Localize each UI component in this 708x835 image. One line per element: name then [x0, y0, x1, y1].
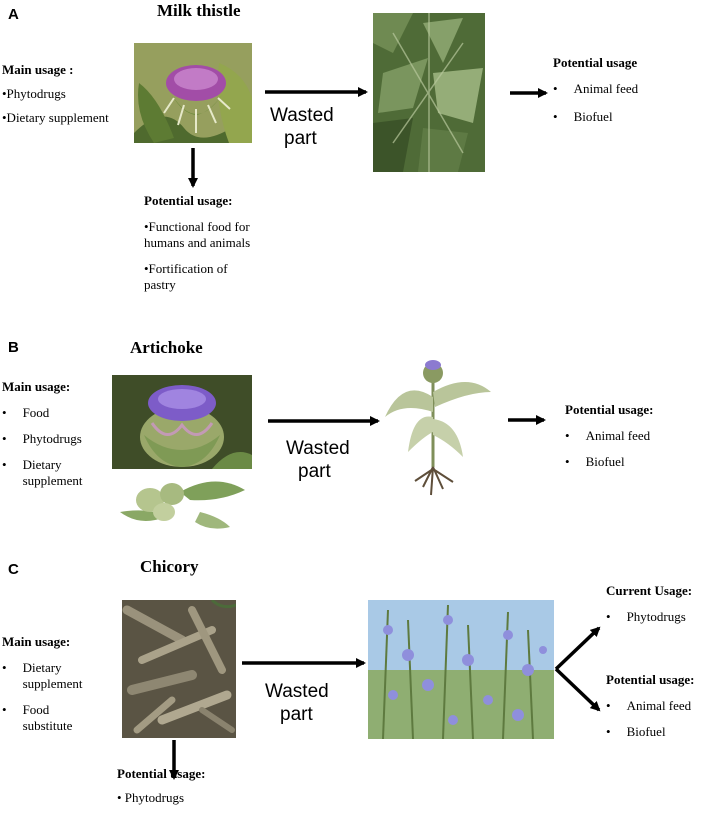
wasted-part-label-b: Wasted part [286, 437, 350, 483]
current-usage-heading: Current Usage: [606, 583, 693, 598]
main-usage-item: Dietary supplement [2, 660, 120, 692]
potential-usage-heading: Potential usage: [144, 193, 233, 208]
milk-thistle-leaves-image [373, 13, 485, 172]
panel-letter-a: A [8, 6, 19, 23]
potential-usage-item: Biofuel [565, 454, 705, 470]
arrow-c-potential [554, 667, 601, 712]
potential-usage-item: Animal feed [553, 81, 703, 97]
milk-thistle-flower-image [134, 43, 252, 143]
potential-usage-item: Animal feed [565, 428, 705, 444]
panel-letter-c: C [8, 561, 19, 578]
main-usage-item-text: Dietary supplement [22, 660, 83, 691]
wasted-part-label-a: Wasted part [270, 104, 334, 150]
wasted-label-line: part [280, 704, 313, 725]
potential-usage-heading: Potential usage: [565, 402, 654, 417]
main-usage-item-text: Food [22, 405, 50, 420]
potential-usage-heading: Potential usage: [117, 766, 206, 781]
artichoke-buds-image [120, 472, 248, 532]
main-usage-artichoke: Main usage: Food Phytodrugs Dietary supp… [2, 379, 112, 489]
chicory-roots-image [122, 600, 236, 738]
potential-usage-item: •Fortification of pastry [144, 261, 228, 292]
potential-usage-item-text: Animal feed [573, 81, 639, 96]
potential-usage-item-text: Biofuel [573, 109, 613, 124]
main-usage-item-text: Food substitute [22, 702, 73, 733]
potential-usage-item-text: Biofuel [585, 454, 625, 469]
wasted-label-line: Wasted [265, 681, 329, 702]
current-usage-item-text: Phytodrugs [626, 609, 686, 624]
arrow-c-current [554, 626, 601, 671]
potential-usage-item: Biofuel [606, 724, 706, 740]
main-usage-heading: Main usage : [2, 62, 74, 77]
wasted-label-line: Wasted [286, 438, 350, 459]
wasted-label-line: part [298, 461, 331, 482]
title-artichoke: Artichoke [130, 338, 203, 357]
potential-usage-item: •Functional food for humans and animals [144, 219, 251, 250]
potential-usage-right-milk-thistle: Potential usage Animal feed Biofuel [553, 55, 703, 125]
wasted-part-label-c: Wasted part [265, 680, 329, 726]
panel-letter-b: B [8, 339, 19, 356]
current-usage-item: Phytodrugs [606, 609, 706, 625]
potential-usage-item: Biofuel [553, 109, 703, 125]
title-chicory: Chicory [140, 557, 199, 576]
potential-usage-item-text: Animal feed [626, 698, 692, 713]
main-usage-item: •Dietary supplement [2, 110, 109, 125]
potential-usage-item-text: Biofuel [626, 724, 666, 739]
chicory-flowers-image [368, 600, 554, 739]
potential-usage-right-artichoke: Potential usage: Animal feed Biofuel [565, 402, 705, 470]
current-usage-chicory: Current Usage: Phytodrugs [606, 583, 706, 625]
title-milk-thistle: Milk thistle [157, 1, 241, 20]
potential-usage-heading: Potential usage: [606, 672, 695, 687]
main-usage-item: Phytodrugs [2, 431, 112, 447]
main-usage-item: Food substitute [2, 702, 120, 734]
potential-usage-heading: Potential usage [553, 55, 638, 70]
potential-usage-below-milk-thistle: Potential usage: •Functional food for hu… [144, 193, 254, 293]
main-usage-item-text: Phytodrugs [22, 431, 82, 446]
main-usage-chicory: Main usage: Dietary supplement Food subs… [2, 634, 120, 734]
main-usage-item-text: Dietary supplement [22, 457, 83, 488]
wasted-label-line: part [284, 128, 317, 149]
main-usage-heading: Main usage: [2, 634, 71, 649]
potential-usage-item: • Phytodrugs [117, 790, 185, 805]
potential-usage-right-chicory: Potential usage: Animal feed Biofuel [606, 672, 706, 740]
main-usage-item: Food [2, 405, 112, 421]
main-usage-milk-thistle: Main usage : •Phytodrugs •Dietary supple… [2, 62, 132, 126]
main-usage-item: •Phytodrugs [2, 86, 66, 101]
potential-usage-item: Animal feed [606, 698, 706, 714]
main-usage-item: Dietary supplement [2, 457, 112, 489]
wasted-label-line: Wasted [270, 105, 334, 126]
potential-usage-below-chicory: Potential usage: • Phytodrugs [117, 766, 267, 806]
main-usage-heading: Main usage: [2, 379, 71, 394]
artichoke-plant-image [383, 357, 493, 497]
potential-usage-item-text: Animal feed [585, 428, 651, 443]
artichoke-flower-image [112, 375, 252, 469]
